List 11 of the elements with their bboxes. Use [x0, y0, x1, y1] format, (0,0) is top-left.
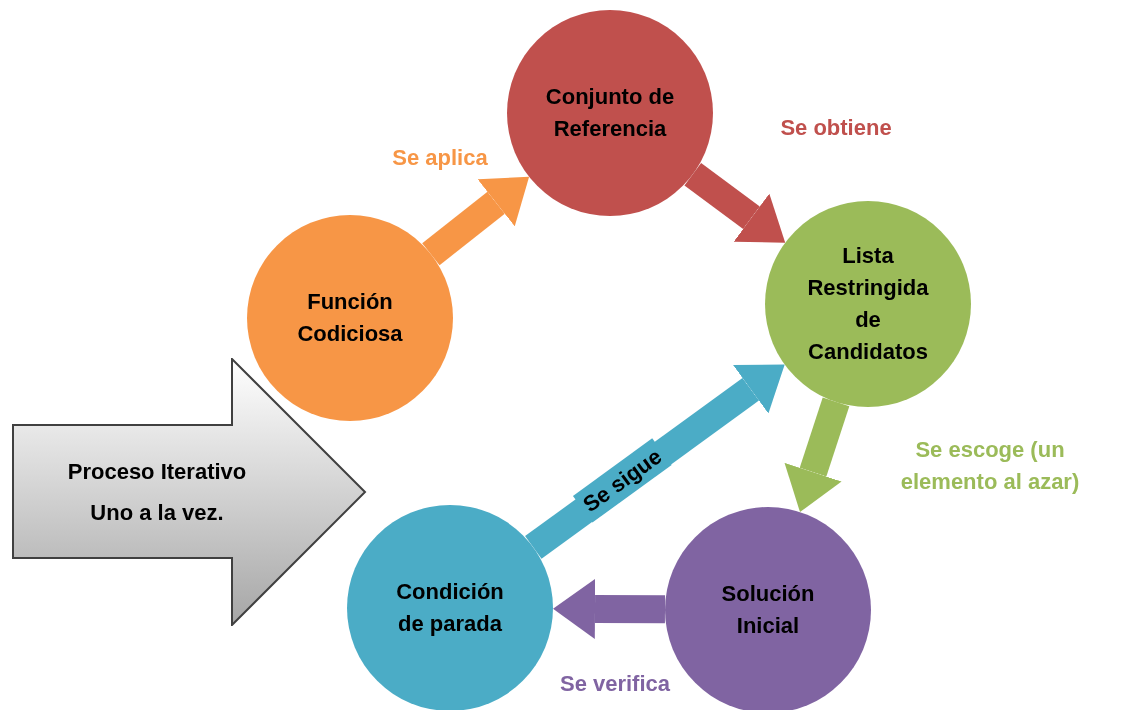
- node-label: Conjunto de Referencia: [544, 83, 676, 143]
- node-label: Condición de parada: [395, 578, 505, 638]
- arrow-text: Proceso Iterativo: [67, 458, 247, 486]
- node-label: Lista Restringida de Candidatos: [806, 242, 930, 366]
- arrow-text: Uno a la vez.: [90, 499, 224, 527]
- arrow: [422, 176, 530, 266]
- arrow: [553, 578, 666, 639]
- arrow: [684, 163, 786, 243]
- node-label: Solución Inicial: [720, 580, 816, 640]
- arrow: [784, 397, 850, 513]
- node-label: Función Codiciosa: [296, 288, 404, 348]
